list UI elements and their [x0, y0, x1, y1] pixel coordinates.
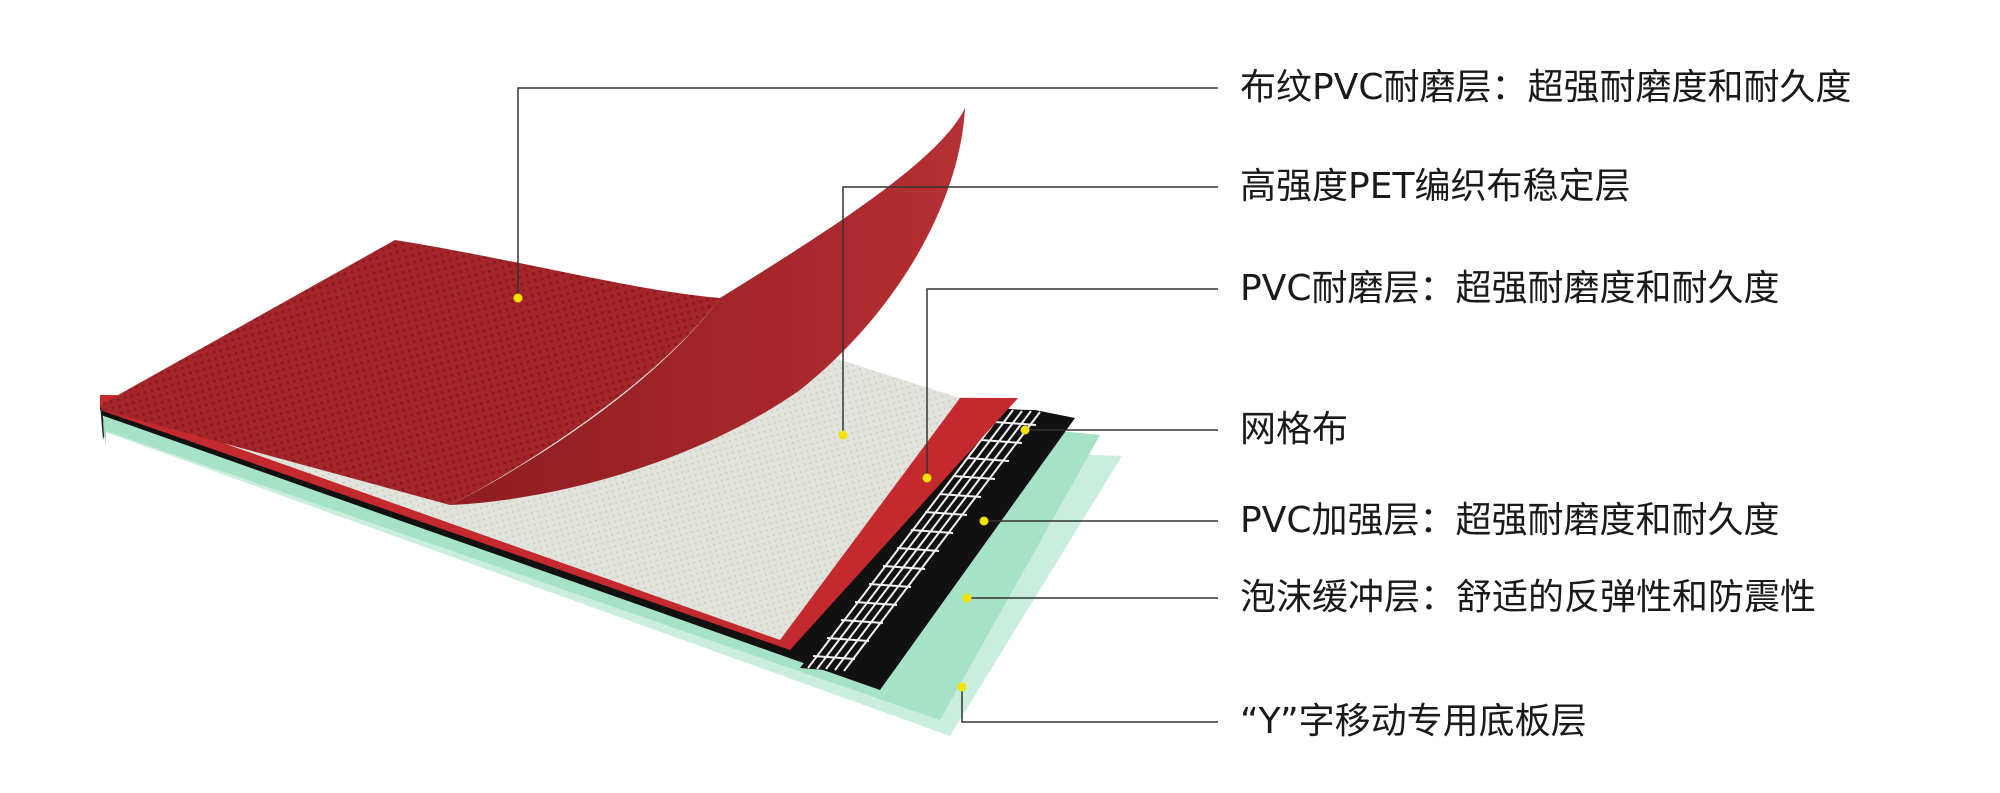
marker-dot-pet: [838, 430, 848, 440]
marker-dot-fabric-pvc: [513, 293, 523, 303]
leader-line-base: [961, 687, 1218, 723]
label-pvc-wear-layer: PVC耐磨层：超强耐磨度和耐久度: [1240, 268, 1780, 309]
leader-line-fabric-pvc: [517, 87, 1218, 298]
label-pet-layer: 高强度PET编织布稳定层: [1240, 166, 1631, 207]
label-pvc-reinforce-layer: PVC加强层：超强耐磨度和耐久度: [1240, 500, 1780, 541]
label-base-layer: “Y”字移动专用底板层: [1240, 701, 1587, 742]
marker-dot-foam: [962, 593, 972, 603]
label-grid-layer: 网格布: [1240, 409, 1349, 450]
fabric-pvc-layer-flat: [102, 240, 720, 505]
marker-dot-pvc-reinforce: [979, 516, 989, 526]
label-foam-layer: 泡沫缓冲层：舒适的反弹性和防震性: [1240, 577, 1817, 618]
label-fabric-pvc-layer: 布纹PVC耐磨层：超强耐磨度和耐久度: [1240, 67, 1852, 108]
marker-dot-base: [957, 682, 967, 692]
leader-line-pet: [842, 186, 1218, 435]
leader-lines: [517, 87, 1218, 723]
marker-dot-grid: [1020, 425, 1030, 435]
marker-dots: [513, 293, 1030, 692]
marker-dot-pvc-wear: [922, 473, 932, 483]
fabric-pvc-layer-curl: [450, 108, 965, 505]
leader-line-pvc-wear: [926, 288, 1218, 478]
grid-mesh-layer: [800, 408, 1045, 672]
